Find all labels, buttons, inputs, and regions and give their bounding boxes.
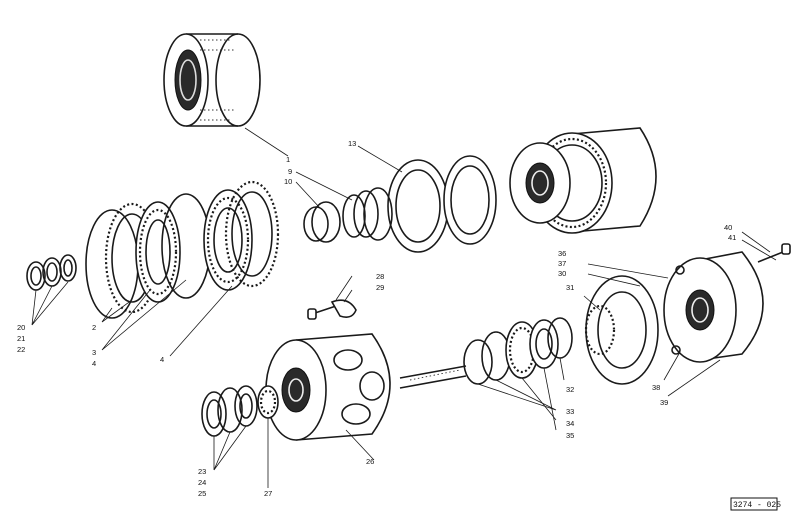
thrust-washers-left [26, 254, 77, 291]
callout-3: 3 [92, 348, 96, 357]
callout-20: 20 [17, 323, 25, 332]
callout-41: 41 [728, 233, 736, 242]
callout-32: 32 [566, 385, 574, 394]
callout-25: 25 [198, 489, 206, 498]
callout-10: 10 [284, 177, 292, 186]
callout-33: 33 [566, 407, 574, 416]
callout-28: 28 [376, 272, 384, 281]
callout-24: 24 [198, 478, 206, 487]
callout-34: 34 [566, 419, 574, 428]
callout-2: 2 [92, 323, 96, 332]
drum-housing-part-1 [163, 33, 261, 127]
callout-30: 30 [558, 269, 566, 278]
callout-31: 31 [566, 283, 574, 292]
thrust-washers-lower [201, 385, 279, 437]
callout-13: 13 [348, 139, 356, 148]
clutch-disc-stack [85, 180, 280, 319]
callout-39: 39 [660, 398, 668, 407]
callout-labels: 1 13 9 10 20 21 22 2 3 4 4 28 29 26 23 2… [17, 139, 736, 498]
callout-22: 22 [17, 345, 25, 354]
leader-lines [31, 127, 777, 488]
callout-27: 27 [264, 489, 272, 498]
callout-36: 36 [558, 249, 566, 258]
clutch-housing [509, 127, 657, 234]
piston-rings [303, 155, 497, 253]
callout-23: 23 [198, 467, 206, 476]
rear-housing-and-flange [584, 243, 791, 385]
callout-40: 40 [724, 223, 732, 232]
planetary-carrier [265, 333, 467, 441]
shaft-bearing-rings [463, 317, 573, 385]
callout-4a: 4 [92, 359, 96, 368]
figure-code: 3274 - 025 [730, 497, 781, 511]
callout-4b: 4 [160, 355, 164, 364]
callout-26: 26 [366, 457, 374, 466]
callout-37: 37 [558, 259, 566, 268]
callout-29: 29 [376, 283, 384, 292]
callout-35: 35 [566, 431, 574, 440]
bolt-and-lock-tab [307, 299, 357, 320]
figure-code-text: 3274 - 025 [733, 501, 781, 510]
callout-38: 38 [652, 383, 660, 392]
callout-1: 1 [286, 155, 290, 164]
callout-9: 9 [288, 167, 292, 176]
callout-21: 21 [17, 334, 25, 343]
